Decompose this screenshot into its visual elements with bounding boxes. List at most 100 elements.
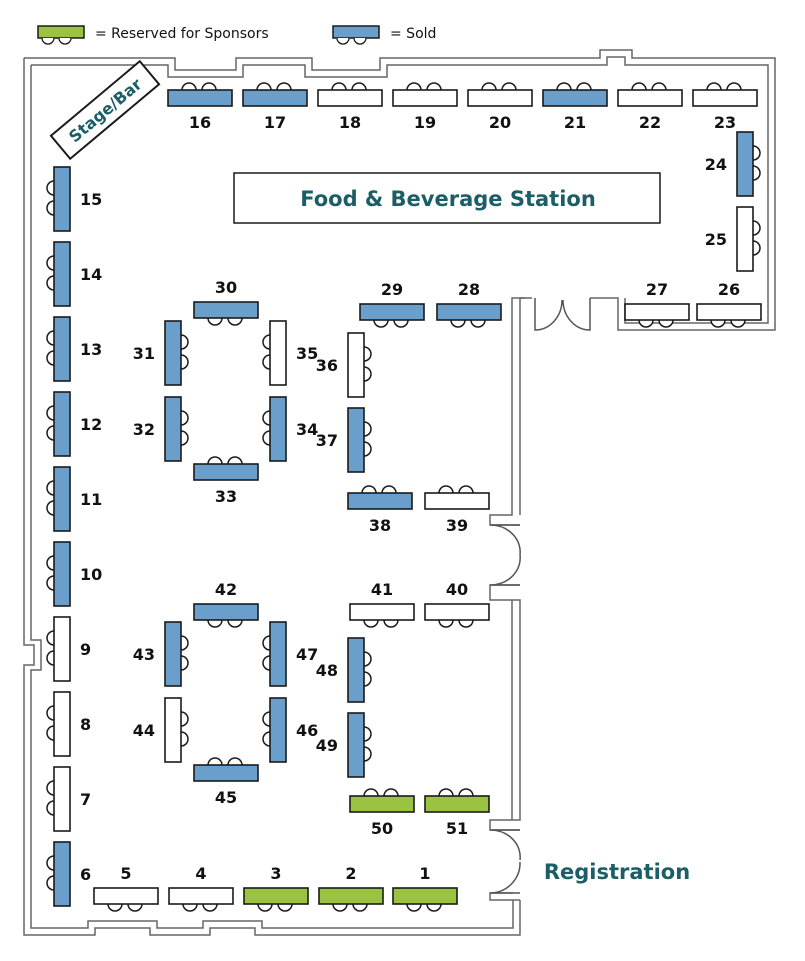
chair-icon — [180, 655, 189, 671]
table-24[interactable]: 24 — [705, 131, 761, 197]
chair-icon — [256, 82, 272, 91]
legend-sponsor-swatch — [37, 25, 85, 45]
table-32[interactable]: 32 — [133, 396, 189, 462]
chair-icon — [46, 200, 55, 216]
chair-icon — [383, 788, 399, 797]
chair-icon — [276, 82, 292, 91]
table-48[interactable]: 48 — [316, 637, 372, 703]
table-number: 15 — [80, 190, 102, 209]
legend: = Reserved for Sponsors = Sold — [37, 25, 436, 45]
table-1[interactable]: 1 — [392, 864, 458, 912]
registration-label: Registration — [544, 860, 690, 884]
table-31[interactable]: 31 — [133, 320, 189, 386]
table-17[interactable]: 17 — [242, 82, 308, 132]
table-19[interactable]: 19 — [392, 82, 458, 132]
table-top — [164, 697, 182, 763]
table-top — [269, 697, 287, 763]
table-10[interactable]: 10 — [46, 541, 102, 607]
table-number: 38 — [369, 516, 391, 535]
chair-icon — [381, 485, 397, 494]
table-40[interactable]: 40 — [424, 580, 490, 628]
chair-icon — [752, 220, 761, 236]
table-22[interactable]: 22 — [617, 82, 683, 132]
table-4[interactable]: 4 — [168, 864, 234, 912]
table-25[interactable]: 25 — [705, 206, 761, 272]
table-51[interactable]: 51 — [424, 788, 490, 838]
table-20[interactable]: 20 — [467, 82, 533, 132]
table-number: 51 — [446, 819, 468, 838]
table-21[interactable]: 21 — [542, 82, 608, 132]
chair-icon — [363, 441, 372, 457]
table-number: 36 — [316, 356, 338, 375]
table-top — [736, 206, 754, 272]
table-27[interactable]: 27 — [624, 280, 690, 328]
table-number: 28 — [458, 280, 480, 299]
table-46[interactable]: 46 — [262, 697, 318, 763]
table-18[interactable]: 18 — [317, 82, 383, 132]
table-47[interactable]: 47 — [262, 621, 318, 687]
table-14[interactable]: 14 — [46, 241, 102, 307]
chair-icon — [127, 903, 143, 912]
table-15[interactable]: 15 — [46, 166, 102, 232]
chair-icon — [277, 903, 293, 912]
table-30[interactable]: 30 — [193, 278, 259, 326]
chair-icon — [363, 619, 379, 628]
table-number: 11 — [80, 490, 102, 509]
table-39[interactable]: 39 — [424, 485, 490, 535]
table-number: 26 — [718, 280, 740, 299]
table-2[interactable]: 2 — [318, 864, 384, 912]
chair-icon — [638, 319, 654, 328]
table-49[interactable]: 49 — [316, 712, 372, 778]
table-28[interactable]: 28 — [436, 280, 502, 328]
table-7[interactable]: 7 — [46, 766, 91, 832]
table-top — [349, 795, 415, 813]
table-41[interactable]: 41 — [349, 580, 415, 628]
table-top — [53, 766, 71, 832]
chair-icon — [227, 757, 243, 766]
table-13[interactable]: 13 — [46, 316, 102, 382]
table-top — [193, 764, 259, 782]
table-37[interactable]: 37 — [316, 407, 372, 473]
chair-icon — [46, 650, 55, 666]
table-5[interactable]: 5 — [93, 864, 159, 912]
table-top — [53, 241, 71, 307]
table-8[interactable]: 8 — [46, 691, 91, 757]
table-number: 44 — [133, 721, 155, 740]
table-top — [164, 621, 182, 687]
table-23[interactable]: 23 — [692, 82, 758, 132]
chair-icon — [406, 903, 422, 912]
table-43[interactable]: 43 — [133, 621, 189, 687]
table-12[interactable]: 12 — [46, 391, 102, 457]
table-top — [347, 637, 365, 703]
table-36[interactable]: 36 — [316, 332, 372, 398]
table-44[interactable]: 44 — [133, 697, 189, 763]
chair-icon — [46, 725, 55, 741]
table-number: 31 — [133, 344, 155, 363]
chair-icon — [46, 480, 55, 496]
table-45[interactable]: 45 — [193, 757, 259, 807]
table-number: 16 — [189, 113, 211, 132]
table-9[interactable]: 9 — [46, 616, 91, 682]
legend-sponsor-label: = Reserved for Sponsors — [95, 26, 269, 42]
table-number: 46 — [296, 721, 318, 740]
table-number: 17 — [264, 113, 286, 132]
table-number: 7 — [80, 790, 91, 809]
chair-icon — [752, 145, 761, 161]
table-38[interactable]: 38 — [347, 485, 413, 535]
chair-icon — [361, 485, 377, 494]
table-6[interactable]: 6 — [46, 841, 91, 907]
table-top — [624, 303, 690, 321]
table-33[interactable]: 33 — [193, 456, 259, 506]
table-42[interactable]: 42 — [193, 580, 259, 628]
table-top — [617, 89, 683, 107]
table-3[interactable]: 3 — [243, 864, 309, 912]
table-29[interactable]: 29 — [359, 280, 425, 328]
chair-icon — [352, 903, 368, 912]
table-11[interactable]: 11 — [46, 466, 102, 532]
chair-icon — [576, 82, 592, 91]
table-50[interactable]: 50 — [349, 788, 415, 838]
table-16[interactable]: 16 — [167, 82, 233, 132]
table-34[interactable]: 34 — [262, 396, 318, 462]
table-35[interactable]: 35 — [262, 320, 318, 386]
table-26[interactable]: 26 — [696, 280, 762, 328]
